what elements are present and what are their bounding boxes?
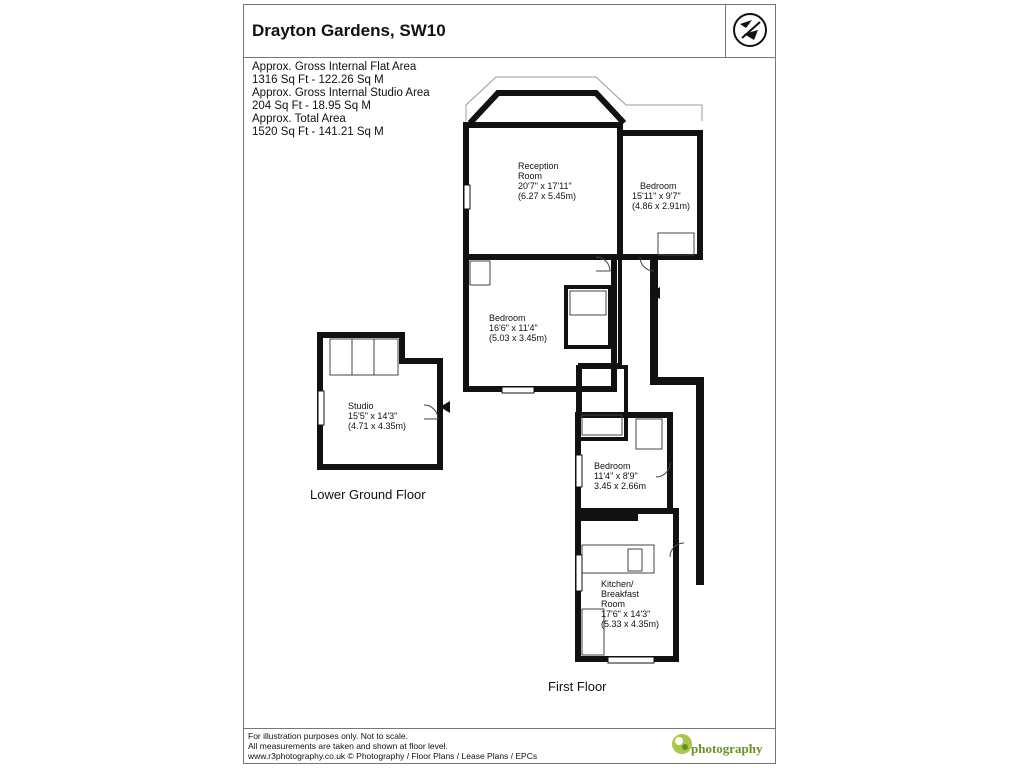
room-label-bedroom1: Bedroom 15'11" x 9'7" (4.86 x 2.91m) — [632, 181, 691, 211]
window — [317, 390, 325, 426]
area-line: Approx. Gross Internal Studio Area — [252, 87, 430, 99]
area-line: Approx. Total Area — [252, 113, 346, 125]
area-line: 204 Sq Ft - 18.95 Sq M — [252, 100, 371, 112]
bath — [581, 414, 623, 436]
entrance-arrow-icon — [440, 401, 450, 413]
kitchen-cupboards — [581, 608, 605, 656]
bathroom-walls — [576, 365, 628, 441]
logo-text: photography — [691, 741, 763, 756]
footer: For illustration purposes only. Not to s… — [244, 728, 775, 763]
window — [501, 386, 535, 394]
logo-swirl-icon — [672, 734, 692, 754]
room-label-reception: Reception Room 20'7" x 17'11" (6.27 x 5.… — [518, 161, 577, 201]
title-bar: Drayton Gardens, SW10 — [244, 5, 775, 58]
north-arrow-icon — [733, 13, 767, 47]
disclaimer: For illustration purposes only. Not to s… — [248, 731, 538, 761]
door-swing — [595, 256, 611, 272]
area-line: Approx. Gross Internal Flat Area — [252, 61, 417, 73]
page-title: Drayton Gardens, SW10 — [252, 21, 446, 40]
shower — [569, 290, 607, 316]
brand-logo: photography — [671, 731, 771, 759]
floor-plan-drawing — [317, 76, 704, 664]
door-swing — [655, 462, 671, 478]
window — [575, 554, 583, 592]
floor-plan-sheet: Drayton Gardens, SW10 Approx. Gross Inte… — [243, 4, 776, 764]
window — [463, 184, 471, 210]
window — [575, 454, 583, 488]
studio-walls — [317, 332, 443, 470]
entrance-arrow-icon — [650, 287, 660, 299]
hob — [627, 548, 643, 572]
wardrobe-bedroom1 — [657, 232, 695, 256]
room-label-bedroom3: Bedroom 11'4" x 8'9" 3.45 x 2.66m — [594, 461, 647, 491]
bedroom2-walls — [463, 254, 617, 392]
kitchen-units — [581, 544, 655, 574]
wardrobe-bedroom2 — [469, 260, 491, 286]
area-line: 1520 Sq Ft - 141.21 Sq M — [252, 126, 384, 138]
ensuite-walls — [564, 285, 612, 349]
floor-label-lower: Lower Ground Floor — [310, 487, 426, 502]
floor-label-first: First Floor — [548, 679, 607, 694]
bay-window — [465, 76, 703, 121]
wardrobe — [329, 338, 399, 376]
bay-window-inner — [467, 90, 627, 126]
wardrobe-bedroom3 — [635, 418, 663, 450]
area-summary: Approx. Gross Internal Flat Area 1316 Sq… — [252, 61, 430, 139]
hall-walls — [650, 257, 704, 585]
room-label-studio: Studio 15'5" x 14'3" (4.71 x 4.35m) — [348, 401, 407, 431]
area-line: 1316 Sq Ft - 122.26 Sq M — [252, 74, 384, 86]
room-label-kitchen: Kitchen/ Breakfast Room 17'6" x 14'3" (5… — [601, 579, 660, 629]
compass-box — [725, 5, 775, 57]
room-label-bedroom2: Bedroom 16'6" x 11'4" (5.03 x 3.45m) — [489, 313, 548, 343]
door-swing — [423, 404, 439, 420]
bedroom1-walls — [617, 130, 703, 260]
door-swing — [639, 256, 655, 272]
window — [607, 656, 655, 664]
door-swing — [669, 542, 685, 558]
kitchen-corner-block — [578, 511, 638, 521]
